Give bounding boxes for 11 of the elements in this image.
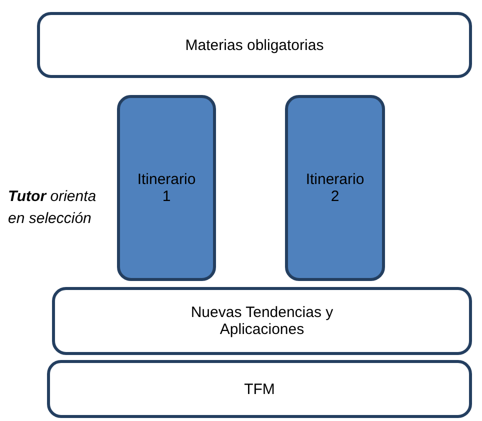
itinerary-box [117,95,216,281]
rounded-box [47,360,472,418]
rounded-box [52,287,472,355]
box-label: Itinerario 1 [136,171,197,205]
box-label: TFM [244,380,275,398]
side-note: Tutor orienta en selección [8,187,98,229]
itinerary-box [285,95,385,281]
rounded-box [37,12,472,78]
box-label: Itinerario 2 [304,171,366,205]
box-label: Materias obligatorias [185,36,324,54]
box-label: Nuevas Tendencias y Aplicaciones [190,304,334,338]
